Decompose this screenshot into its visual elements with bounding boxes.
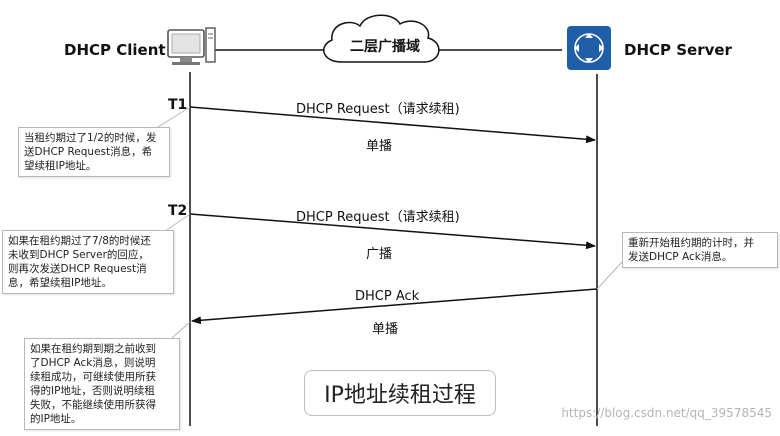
t1-mark: T1 [168,97,188,113]
t2-mark: T2 [168,203,188,219]
server-label: DHCP Server [624,41,732,59]
t1-callout-pointer [157,106,191,128]
watermark: https://blog.csdn.net/qq_39578545 [561,406,772,420]
t1-mode-label: 单播 [366,139,393,154]
network-label: 二层广播域 [350,39,420,55]
t1-note: 当租约期过了1/2的时候，发 送DHCP Request消息，希 望续租IP地址… [18,127,170,177]
server-callout-pointer [596,261,623,290]
ack-mode-label: 单播 [372,322,399,337]
t2-mode-label: 广播 [366,247,393,262]
t2-note: 如果在租约期过了7/8的时候还 未收到DHCP Server的回应， 则再次发送… [2,230,174,294]
diagram-title: IP地址续租过程 [304,370,496,416]
ack-label: DHCP Ack [355,289,420,304]
ack-callout-pointer [171,321,191,339]
t2-request-arrow [189,213,596,250]
t1-request-arrow [189,106,596,144]
ack-note: 如果在租约期到期之前收到 了DHCP Ack消息，则说明 续租成功，可继续使用所… [24,338,180,430]
cloud-icon [322,14,440,63]
t2-request-label: DHCP Request（请求续租) [296,210,460,225]
ack-arrow [191,288,598,325]
server-note: 重新开始租约期的计时，并 发送DHCP Ack消息。 [622,232,778,268]
router-icon [567,26,611,70]
client-label: DHCP Client [64,41,166,59]
t1-request-label: DHCP Request（请求续租) [296,102,460,117]
computer-icon [167,27,216,65]
t2-callout-pointer [163,213,191,233]
